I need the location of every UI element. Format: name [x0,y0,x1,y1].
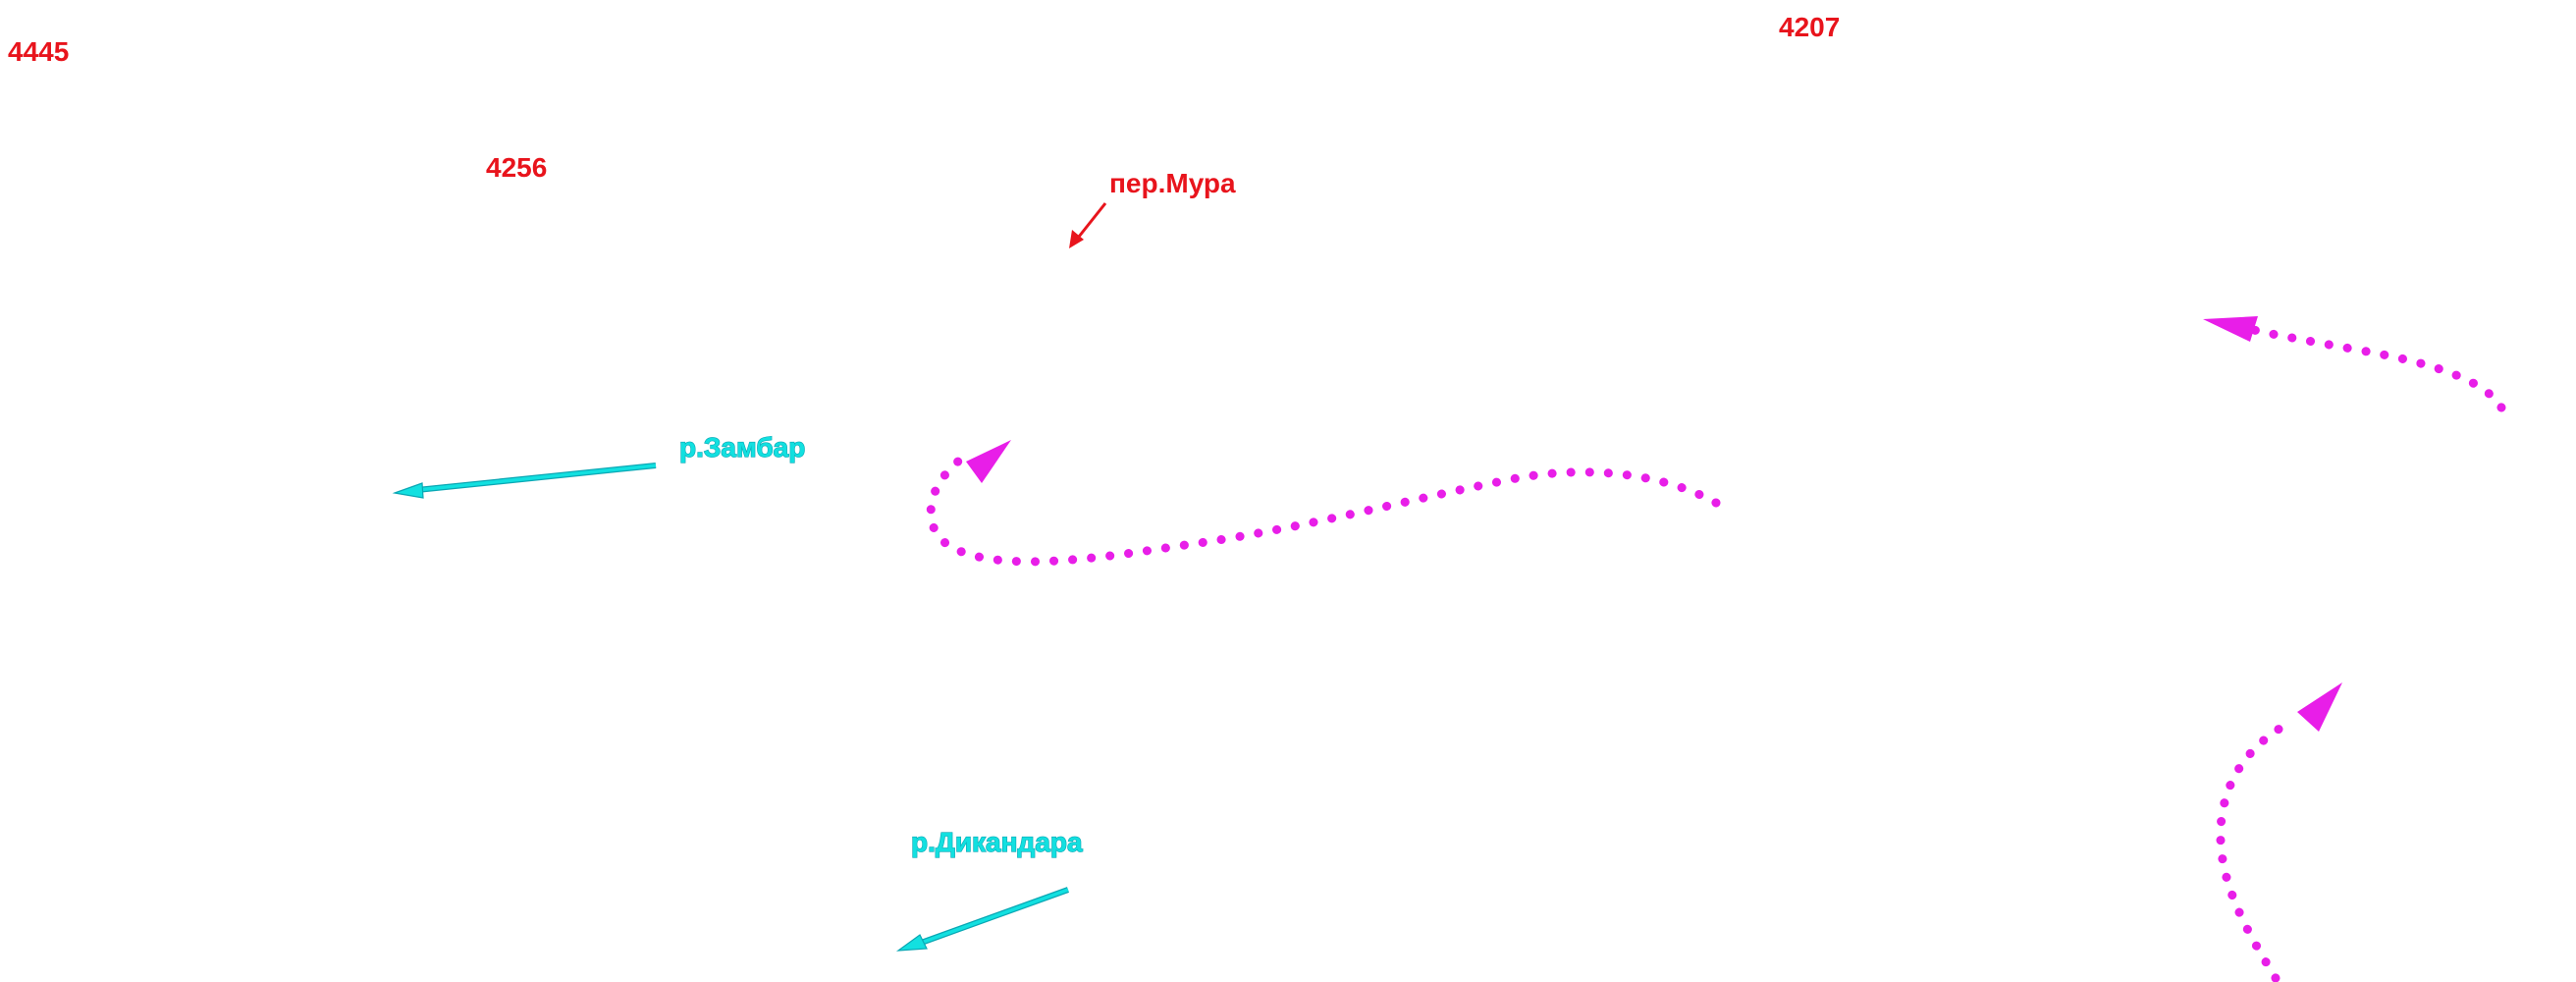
river-arrow-dikandara [895,887,1070,952]
route-bottom-right [2216,682,2342,982]
pass-label-mura: пер.Мура [1109,168,1236,198]
route-center [926,440,1721,567]
elevation-label-4256: 4256 [486,152,547,183]
river-label-zambar: р.Замбар [679,432,805,463]
river-label-dikandara: р.Дикандара [911,827,1083,857]
river-arrow-zambar [392,463,657,499]
elevation-label-4207: 4207 [1779,12,1840,42]
elevation-label-4445: 4445 [8,36,69,67]
route-center-arrowhead [966,440,1011,483]
route-bottom-right-arrowhead [2297,682,2342,732]
route-top-right-arrowhead [2203,316,2258,342]
route-top-right [2203,316,2506,412]
pass-pointer-arrow [1069,202,1107,248]
